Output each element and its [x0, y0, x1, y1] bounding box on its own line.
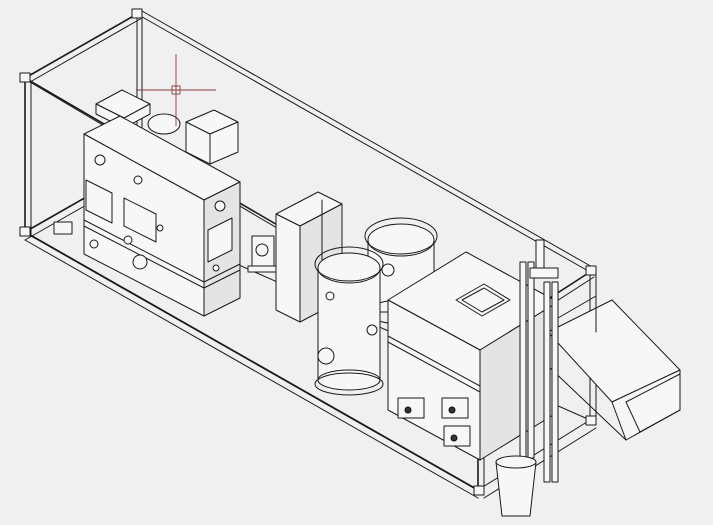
pump-assembly	[247, 235, 279, 273]
boiler-unit	[53, 89, 241, 317]
chimney-pipes	[495, 239, 559, 517]
crosshair-cursor	[136, 54, 216, 126]
exhaust-duct	[547, 295, 681, 441]
